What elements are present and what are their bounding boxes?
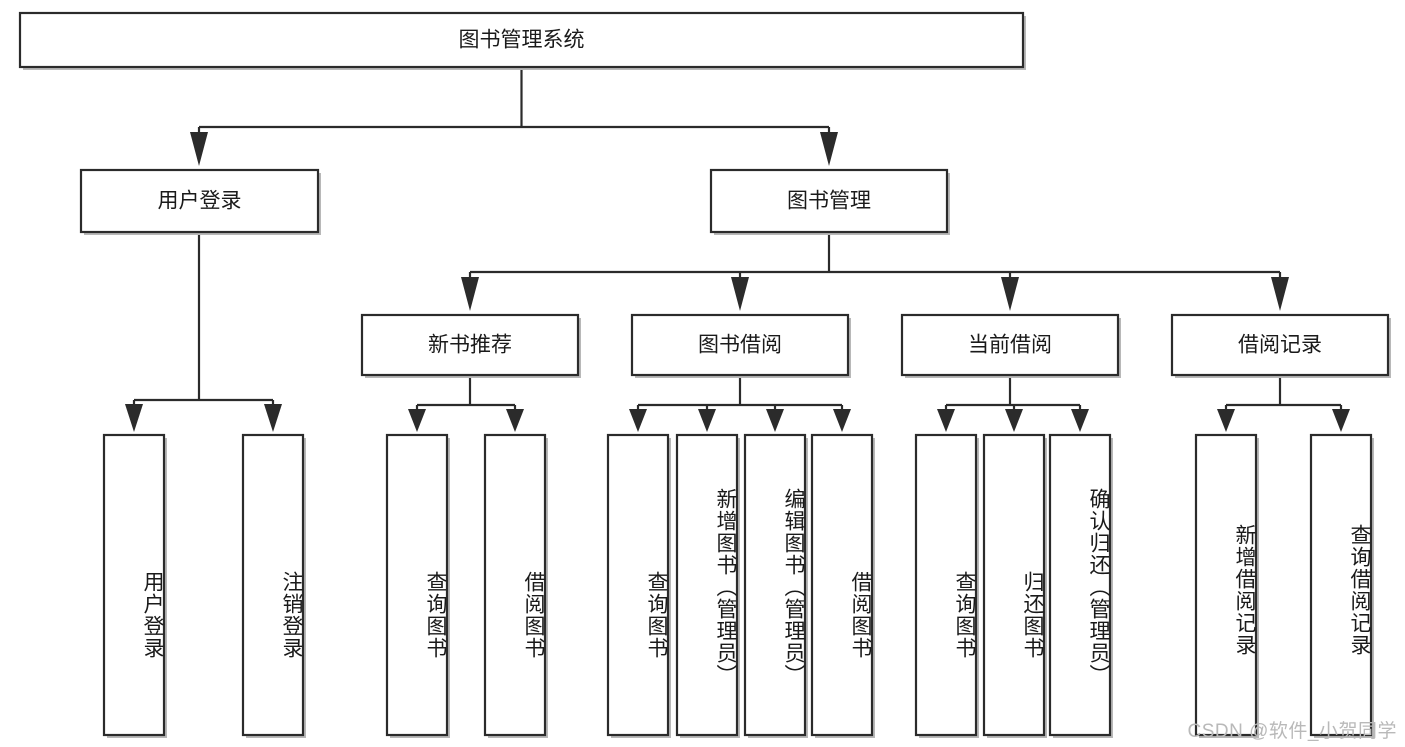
node-leaf-return-book-box [982,433,1046,737]
arrow-head-user-login [190,132,208,166]
node-leaf-query-book-cb-box [914,433,978,737]
node-leaf-user-logout[interactable] [241,433,306,738]
node-leaf-query-record[interactable] [1309,433,1374,738]
node-root-label: 图书管理系统 [459,29,585,52]
node-current-borrow-box [900,313,1120,377]
node-current-borrow[interactable]: 当前借阅 [900,313,1121,378]
node-leaf-user-login[interactable] [102,433,167,738]
node-book-borrow-label: 图书借阅 [698,334,782,357]
arrow-head-new-book-recommend [461,277,479,311]
node-new-book-recommend-label: 新书推荐 [428,334,512,357]
node-leaf-add-book[interactable] [675,433,740,738]
node-leaf-borrow-book-rec-box [483,433,547,737]
node-new-book-recommend-box [360,313,580,377]
node-leaf-borrow-book-bb[interactable] [810,433,875,738]
node-leaf-return-book[interactable] [982,433,1047,738]
node-leaf-add-book-box [675,433,739,737]
node-leaf-query-book-rec[interactable] [385,433,450,738]
node-book-manage[interactable]: 图书管理 [709,168,950,235]
node-leaf-query-book-bb-box [606,433,670,737]
arrow-head-book-borrow [731,277,749,311]
connectors-book-borrow-to-leaves [629,375,851,432]
node-leaf-edit-book[interactable] [743,433,808,738]
node-current-borrow-label: 当前借阅 [968,334,1052,357]
node-book-borrow[interactable]: 图书借阅 [630,313,851,378]
connectors-current-borrow-to-leaves [937,375,1089,432]
node-leaf-confirm-return[interactable] [1048,433,1113,738]
arrow-head-leaf-query-book-rec [408,409,426,432]
connectors-new-book-recommend-to-leaves [408,375,524,432]
arrow-head-leaf-add-record [1217,409,1235,432]
node-leaf-add-record-box [1194,433,1258,737]
node-leaf-confirm-return-box [1048,433,1112,737]
node-leaf-user-logout-box [241,433,305,737]
node-root[interactable]: 图书管理系统 [18,11,1026,70]
node-book-manage-label: 图书管理 [787,190,871,213]
node-new-book-recommend[interactable]: 新书推荐 [360,313,581,378]
watermark: CSDN @软件_小贺同学 [1187,721,1397,742]
arrow-head-leaf-return-book [1005,409,1023,432]
node-leaf-query-book-rec-box [385,433,449,737]
arrow-head-leaf-edit-book [766,409,784,432]
node-root-box [18,11,1025,69]
node-user-login[interactable]: 用户登录 [79,168,321,235]
node-book-manage-box [709,168,949,234]
arrow-head-leaf-borrow-book-rec [506,409,524,432]
node-leaf-edit-book-box [743,433,807,737]
node-leaf-query-book-bb[interactable] [606,433,671,738]
node-leaf-query-book-cb[interactable] [914,433,979,738]
node-leaf-add-record[interactable] [1194,433,1259,738]
node-user-login-box [79,168,320,234]
node-leaf-borrow-book-rec[interactable] [483,433,548,738]
node-book-borrow-box [630,313,850,377]
arrow-head-leaf-add-book [698,409,716,432]
arrow-head-leaf-query-book-cb [937,409,955,432]
arrow-head-book-manage [820,132,838,166]
arrow-head-leaf-query-record [1332,409,1350,432]
connectors-borrow-record-to-leaves [1217,375,1350,432]
arrow-head-borrow-record [1271,277,1289,311]
arrow-head-leaf-borrow-book-bb [833,409,851,432]
arrow-head-leaf-confirm-return [1071,409,1089,432]
node-borrow-record-label: 借阅记录 [1238,334,1322,357]
connectors-book-manage-to-level3 [461,232,1289,311]
arrow-head-leaf-user-login [125,404,143,432]
node-leaf-query-record-box [1309,433,1373,737]
node-leaf-user-login-box [102,433,166,737]
connectors-user-login-to-leaves [125,232,282,432]
arrow-head-leaf-user-logout [264,404,282,432]
node-borrow-record[interactable]: 借阅记录 [1170,313,1391,378]
node-user-login-label: 用户登录 [158,190,242,213]
arrow-head-leaf-query-book-bb [629,409,647,432]
node-borrow-record-box [1170,313,1390,377]
node-leaf-borrow-book-bb-box [810,433,874,737]
connectors-root-to-level2 [190,67,838,166]
arrow-head-current-borrow [1001,277,1019,311]
